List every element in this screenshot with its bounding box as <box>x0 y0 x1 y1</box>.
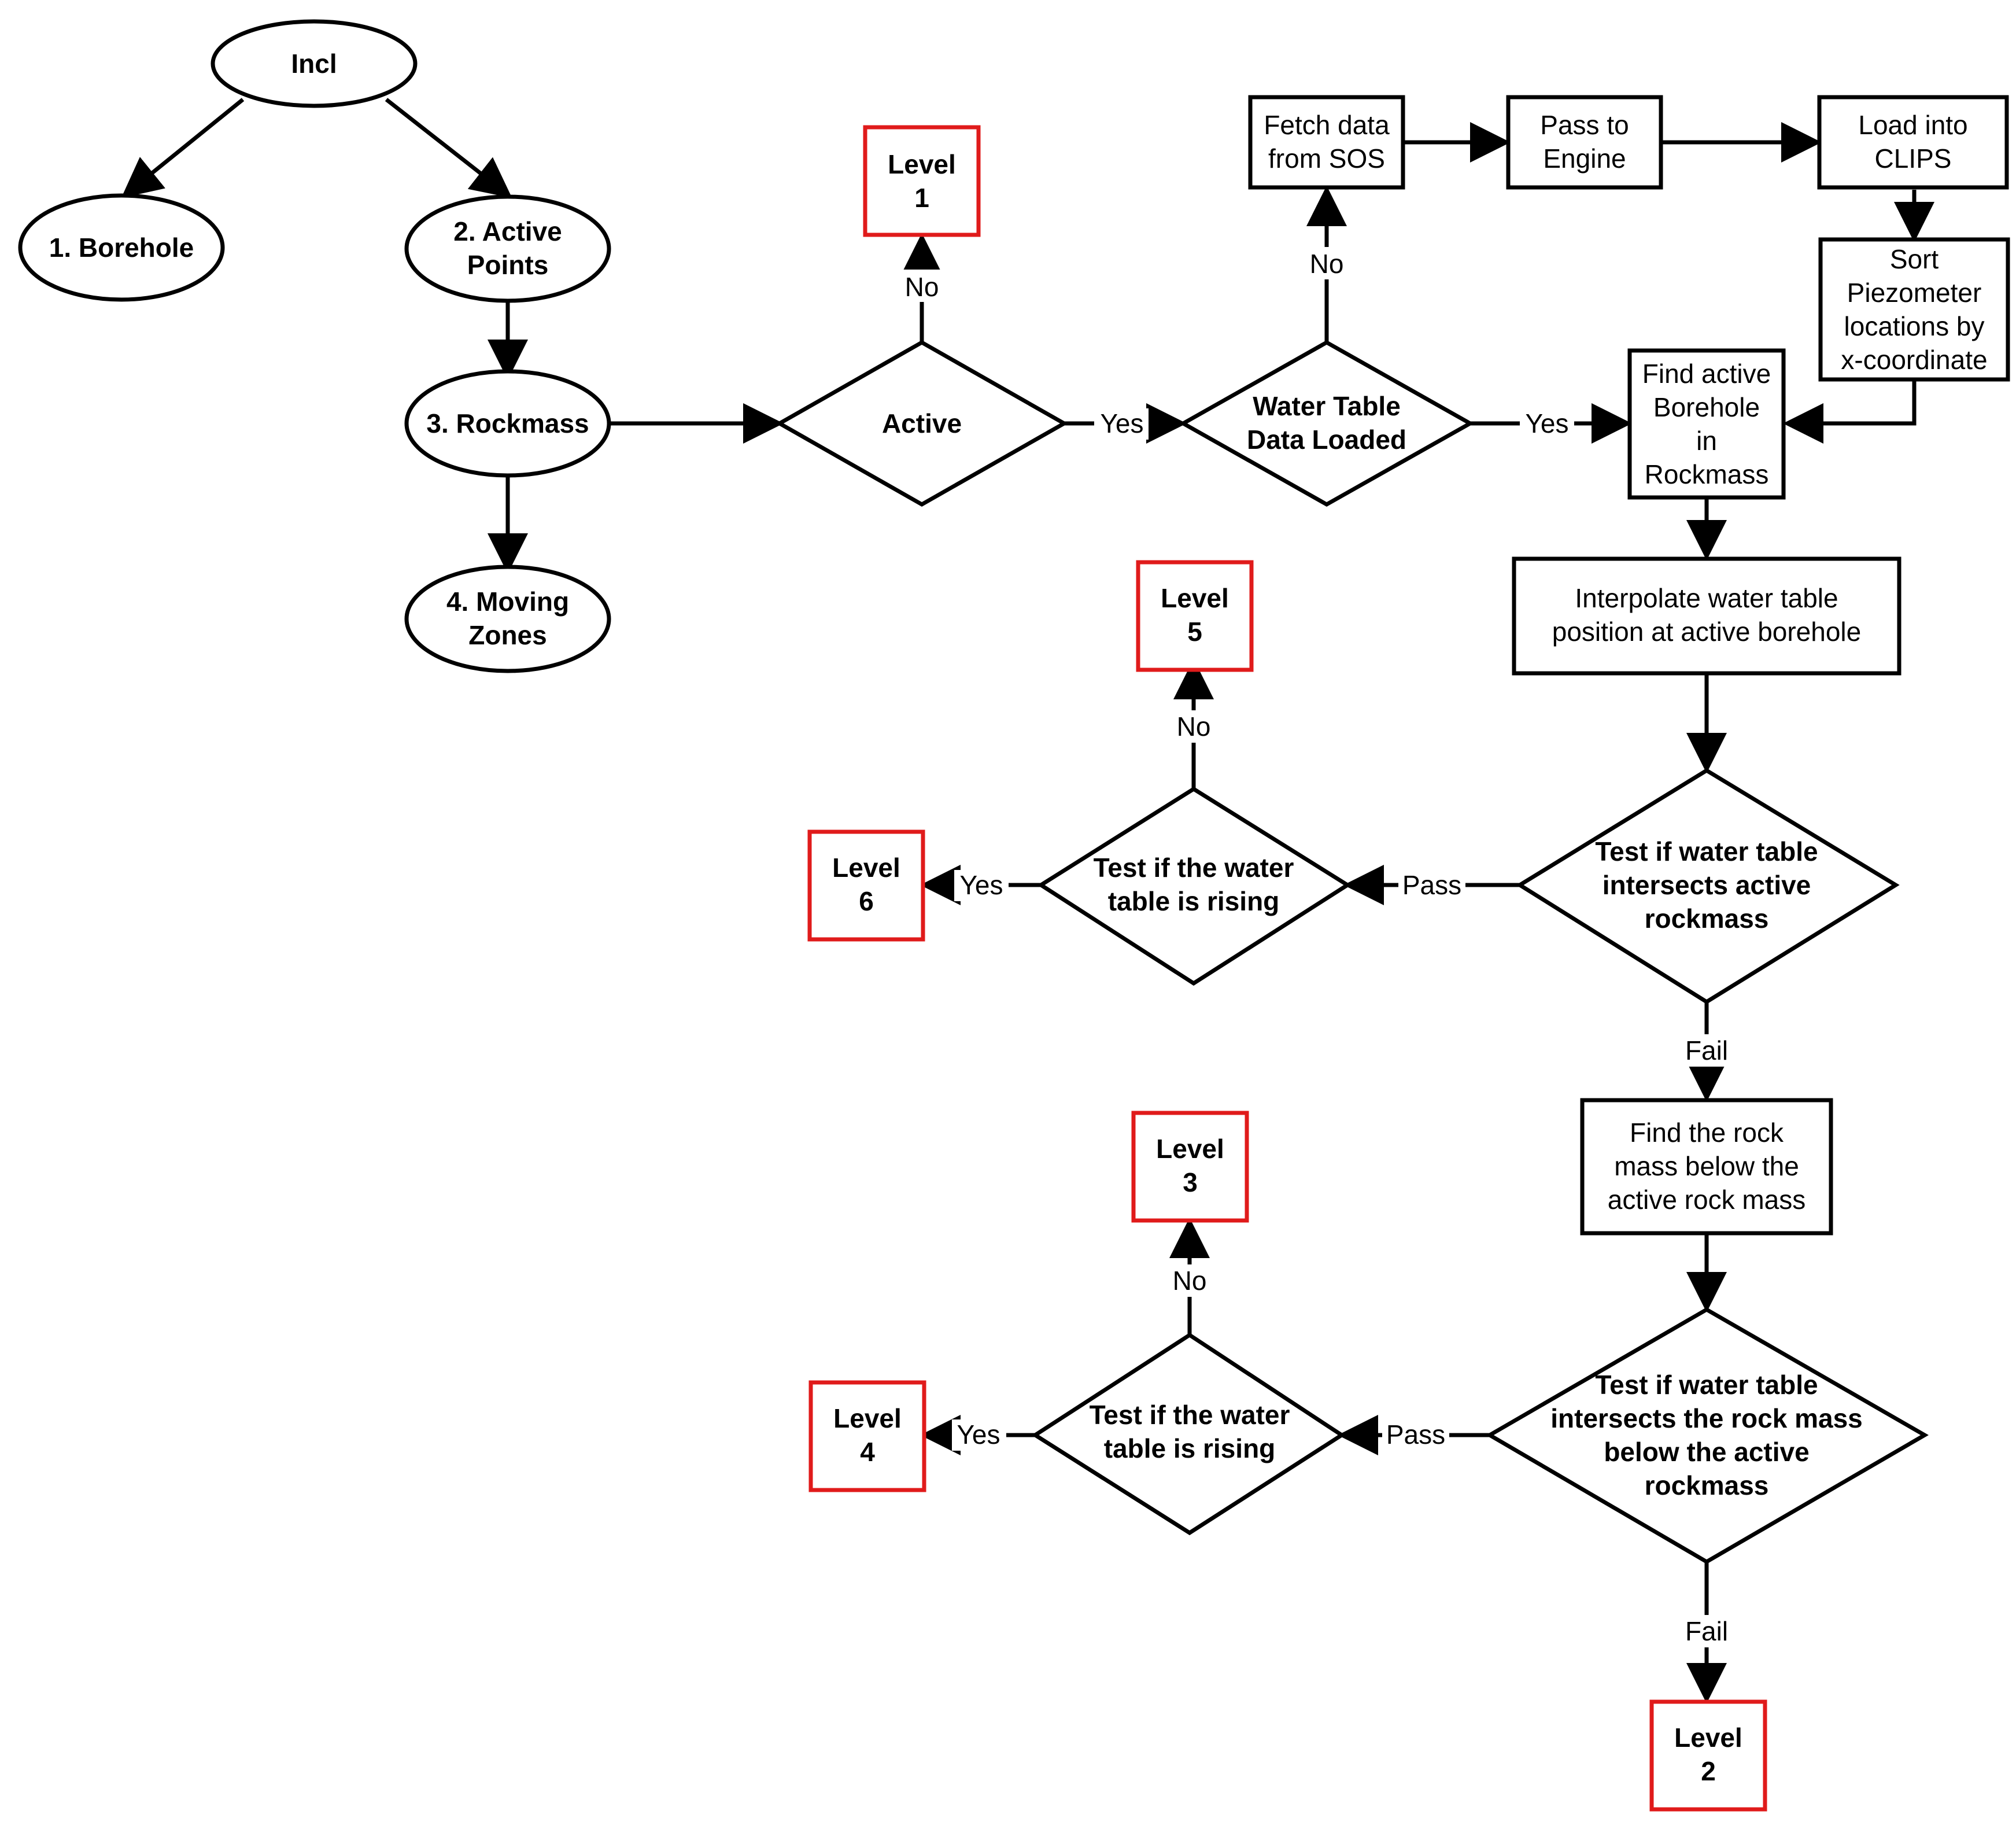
node-rockmass[interactable]: 3. Rockmass <box>404 369 611 478</box>
decision-test-rising-lower[interactable]: Test if the water table is rising <box>1031 1332 1346 1536</box>
level-4-label-1: Level <box>833 1403 902 1433</box>
node-incl-label: Incl <box>291 49 337 79</box>
process-interpolate[interactable]: Interpolate water table position at acti… <box>1512 556 1901 676</box>
decision-test-active-label-1: Test if water table <box>1595 836 1818 866</box>
process-sort-label-2: Piezometer <box>1847 278 1982 308</box>
decision-rising-upper-label-1: Test if the water <box>1094 853 1294 883</box>
node-moving-zones[interactable]: 4. Moving Zones <box>404 565 611 673</box>
hierarchy-nodes: Incl 1. Borehole 2. Active Points 3. Roc… <box>18 19 611 673</box>
node-moving-zones-label-2: Zones <box>468 620 547 650</box>
process-find-active-label-1: Find active <box>1642 359 1771 389</box>
level-nodes: Level 1 Level 5 Level 6 Level 3 Level 4 … <box>807 125 1767 1812</box>
edge-label-yes-water: Yes <box>1525 408 1568 438</box>
edge-label-no-active: No <box>905 272 939 302</box>
edge-label-fail-upper: Fail <box>1685 1035 1728 1065</box>
edge-label-no-water: No <box>1310 249 1344 279</box>
node-active-points-label-2: Points <box>467 250 549 280</box>
decision-active[interactable]: Active <box>775 340 1069 507</box>
process-fetch-label-1: Fetch data <box>1264 110 1390 140</box>
level-1-label-1: Level <box>888 149 956 179</box>
level-2-label-1: Level <box>1674 1723 1742 1753</box>
process-sort-label-1: Sort <box>1890 244 1939 274</box>
process-find-below[interactable]: Find the rock mass below the active rock… <box>1580 1098 1833 1236</box>
decision-water-label-1: Water Table <box>1253 391 1401 421</box>
decision-test-intersects-below[interactable]: Test if water table intersects the rock … <box>1486 1307 1929 1565</box>
level-6-label-1: Level <box>832 853 900 883</box>
process-find-active-label-4: Rockmass <box>1645 459 1769 489</box>
decision-rising-lower-label-1: Test if the water <box>1090 1400 1290 1430</box>
process-nodes: Fetch data from SOS Pass to Engine Load … <box>1248 95 2010 1236</box>
decision-active-label: Active <box>882 408 962 438</box>
level-5-label-1: Level <box>1161 583 1229 613</box>
process-sort[interactable]: Sort Piezometer locations by x-coordinat… <box>1818 237 2010 382</box>
level-6-box[interactable]: Level 6 <box>807 829 925 942</box>
decision-test-below-label-1: Test if water table <box>1595 1370 1818 1400</box>
process-load-label-2: CLIPS <box>1875 143 1952 174</box>
process-find-below-label-1: Find the rock <box>1630 1118 1784 1148</box>
node-rockmass-label: 3. Rockmass <box>426 408 589 438</box>
level-3-box[interactable]: Level 3 <box>1131 1111 1249 1223</box>
node-borehole-label: 1. Borehole <box>49 233 194 263</box>
edge-label-pass-lower: Pass <box>1386 1419 1445 1450</box>
level-5-box[interactable]: Level 5 <box>1136 560 1254 672</box>
process-fetch[interactable]: Fetch data from SOS <box>1248 95 1405 190</box>
process-find-active[interactable]: Find active Borehole in Rockmass <box>1627 348 1786 500</box>
process-pass[interactable]: Pass to Engine <box>1506 95 1663 190</box>
decision-test-below-label-3: below the active <box>1604 1437 1809 1467</box>
level-1-label-2: 1 <box>914 183 929 213</box>
decision-test-below-label-2: intersects the rock mass <box>1550 1403 1863 1433</box>
process-find-active-label-3: in <box>1696 426 1717 456</box>
edge-labels: No Yes No Yes Pass Fail No Yes Pass Fail… <box>898 247 1733 1647</box>
decision-nodes: Active Water Table Data Loaded Test if w… <box>775 340 1929 1565</box>
process-fetch-label-2: from SOS <box>1268 143 1385 174</box>
node-borehole[interactable]: 1. Borehole <box>18 193 225 302</box>
decision-rising-upper-label-2: table is rising <box>1108 886 1280 916</box>
process-sort-label-4: x-coordinate <box>1841 345 1987 375</box>
edge-incl-borehole <box>121 98 245 198</box>
level-3-label-2: 3 <box>1183 1167 1198 1197</box>
edge-label-no-rising-upper: No <box>1177 711 1211 742</box>
node-active-points[interactable]: 2. Active Points <box>404 194 611 303</box>
decision-test-active-label-2: intersects active <box>1603 870 1811 900</box>
edge-label-pass-upper: Pass <box>1402 870 1461 900</box>
process-find-below-label-3: active rock mass <box>1608 1185 1806 1215</box>
edge-label-fail-lower: Fail <box>1685 1616 1728 1646</box>
decision-test-intersects-active[interactable]: Test if water table intersects active ro… <box>1516 768 1900 1005</box>
process-interpolate-label-1: Interpolate water table <box>1575 583 1838 613</box>
edge-label-yes-rising-lower: Yes <box>957 1419 1000 1450</box>
process-interpolate-label-2: position at active borehole <box>1552 617 1861 647</box>
edge-label-yes-rising-upper: Yes <box>959 870 1003 900</box>
node-incl[interactable]: Incl <box>211 19 418 108</box>
level-2-box[interactable]: Level 2 <box>1649 1699 1767 1812</box>
edge-label-yes-active: Yes <box>1100 408 1143 438</box>
edge-sort-find-active <box>1783 379 1917 444</box>
level-5-label-2: 5 <box>1187 617 1202 647</box>
decision-rising-lower-label-2: table is rising <box>1104 1433 1276 1463</box>
decision-test-below-label-4: rockmass <box>1645 1470 1769 1500</box>
process-pass-label-1: Pass to <box>1540 110 1629 140</box>
process-find-active-label-2: Borehole <box>1653 392 1760 422</box>
process-find-below-label-2: mass below the <box>1614 1151 1799 1181</box>
decision-water-label-2: Data Loaded <box>1247 425 1406 455</box>
process-sort-label-3: locations by <box>1844 311 1985 341</box>
level-1-box[interactable]: Level 1 <box>863 125 981 237</box>
level-4-label-2: 4 <box>860 1437 875 1467</box>
process-load-label-1: Load into <box>1858 110 1967 140</box>
decision-water-table-loaded[interactable]: Water Table Data Loaded <box>1179 340 1475 507</box>
level-3-label-1: Level <box>1156 1134 1224 1164</box>
decision-test-rising-upper[interactable]: Test if the water table is rising <box>1037 786 1352 986</box>
process-load[interactable]: Load into CLIPS <box>1817 95 2009 190</box>
decision-test-active-label-3: rockmass <box>1645 904 1769 934</box>
level-2-label-2: 2 <box>1701 1756 1716 1786</box>
level-4-box[interactable]: Level 4 <box>808 1380 926 1492</box>
edge-label-no-rising-lower: No <box>1173 1266 1207 1296</box>
node-moving-zones-label-1: 4. Moving <box>446 587 569 617</box>
edge-incl-active-points <box>385 98 512 198</box>
node-active-points-label-1: 2. Active <box>453 216 562 246</box>
process-pass-label-2: Engine <box>1543 143 1626 174</box>
level-6-label-2: 6 <box>859 886 874 916</box>
